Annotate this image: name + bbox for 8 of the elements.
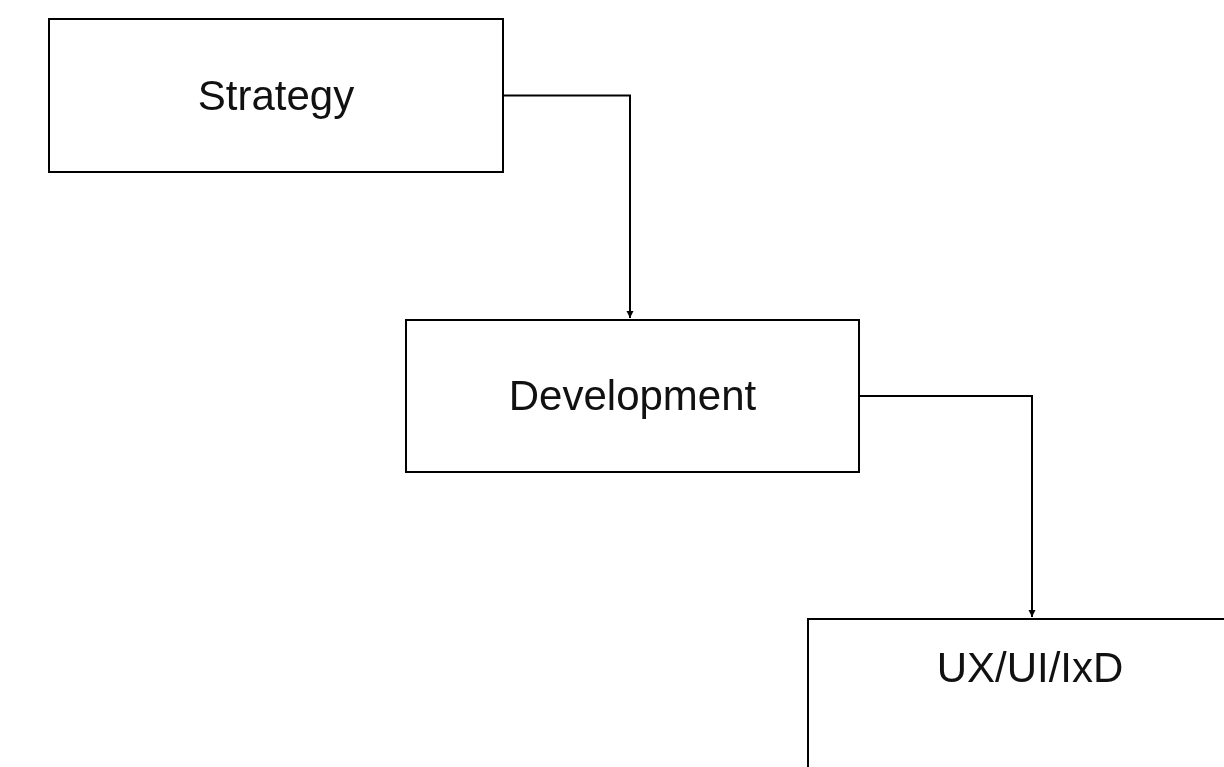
box-label: Development — [508, 372, 757, 420]
box-label: Strategy — [197, 71, 355, 120]
process-box — [405, 319, 860, 473]
arrow — [859, 395, 1036, 618]
process-box — [807, 618, 1224, 767]
box-label: UX/UI/IxD — [936, 644, 1124, 692]
arrow — [503, 94, 634, 319]
process-box — [48, 18, 504, 173]
